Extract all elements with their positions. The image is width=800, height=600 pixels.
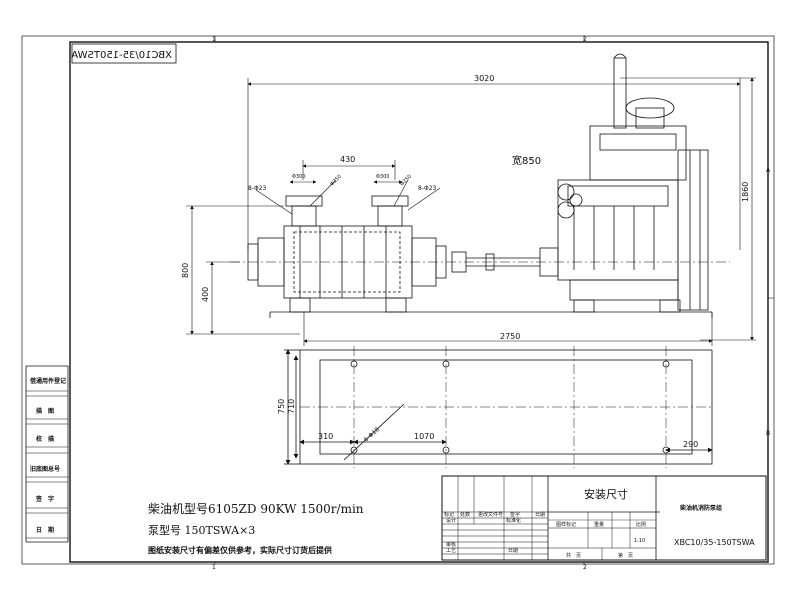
dim-plan-750: 750 — [277, 399, 286, 414]
side-label-6: 日 期 — [36, 526, 54, 534]
label-total-pages: 共 页 — [566, 552, 581, 559]
scale-value: 1:10 — [634, 538, 645, 544]
dim-offset-310: 310 — [318, 432, 333, 441]
side-label-2: 描 图 — [36, 407, 54, 415]
dim-plan-710: 710 — [287, 399, 296, 414]
hdr-mark: 标记 — [444, 511, 454, 518]
pump-model-note: 泵型号 150TSWA×3 — [148, 524, 256, 537]
hdr-change: 更改文件号 — [478, 511, 503, 518]
dim-height-800: 800 — [181, 263, 190, 278]
dim-holes: 6-Φ18 — [363, 426, 381, 444]
dim-flange-spacing: 430 — [340, 155, 355, 164]
outer-border — [21, 35, 775, 565]
width-note: 宽850 — [512, 154, 541, 167]
dim-overall-length: 3020 — [474, 74, 494, 83]
label-process: 工艺 — [446, 548, 456, 554]
dim-bolts-right: 8-Φ23 — [418, 185, 437, 192]
inner-border — [69, 41, 769, 563]
dim-bolts-left: 8-Φ23 — [248, 185, 267, 192]
dim-height-400: 400 — [201, 287, 210, 302]
label-page: 第 页 — [618, 552, 633, 559]
side-label-3: 校 描 — [36, 435, 54, 443]
drawing-title: 安装尺寸 — [584, 487, 628, 501]
product-name: 柴油机消防泵组 — [679, 504, 722, 512]
title-block — [441, 475, 767, 561]
mirrored-code-box — [71, 43, 177, 64]
side-registration-column: 借通用件登记 描 图 校 描 旧底图总号 签 字 日 期 — [25, 365, 69, 543]
product-code: XBC10/35-150TSWA — [674, 538, 755, 547]
dim-span-1070: 1070 — [414, 432, 434, 441]
side-label-5: 签 字 — [35, 495, 54, 503]
hdr-date: 日期 — [535, 512, 545, 518]
zone-bottom-2: 2 — [583, 564, 587, 571]
dim-height-total: 1860 — [741, 182, 750, 202]
dim-offset-290: 290 — [683, 440, 698, 449]
elevation-dimensions — [186, 77, 756, 346]
zone-top-2: 2 — [583, 36, 587, 43]
dim-d250-right: Φ250 — [399, 174, 413, 188]
engine-model-note: 柴油机型号6105ZD 90KW 1500r/min — [148, 502, 364, 516]
side-label-4: 旧底图总号 — [30, 465, 60, 473]
label-date: 日期 — [508, 548, 518, 554]
label-stage-mark: 图样标记 — [556, 521, 576, 528]
hdr-count: 处数 — [460, 511, 470, 518]
zone-top-1: 1 — [212, 36, 216, 43]
side-label-1: 借通用件登记 — [29, 377, 66, 385]
label-weight: 重量 — [594, 521, 604, 528]
label-standardize: 标准化 — [506, 517, 521, 524]
dim-d300-left: Φ300 — [292, 174, 305, 180]
dim-d250-left: Φ250 — [329, 174, 343, 188]
label-scale: 比例 — [636, 521, 646, 528]
zone-right-a: A — [766, 167, 771, 174]
drawing-notes: 柴油机型号6105ZD 90KW 1500r/min 泵型号 150TSWA×3… — [148, 500, 428, 556]
mirrored-code: XBC10/35-150TSWA — [71, 50, 172, 61]
zone-bottom-1: 1 — [212, 564, 216, 571]
label-design: 设计 — [446, 517, 456, 524]
hdr-sign: 签字 — [510, 511, 520, 518]
base-plan-view — [284, 346, 713, 468]
diesel-engine-body — [269, 53, 713, 318]
disclaimer-note: 图纸安装尺寸有偏差仅供参考，实际尺寸订货后提供 — [148, 546, 332, 555]
label-review: 审核 — [446, 541, 456, 548]
zone-right-b: B — [766, 430, 770, 437]
dim-d300-right: Φ300 — [376, 174, 389, 180]
dim-base-length: 2750 — [500, 332, 520, 341]
fire-pump-body — [230, 195, 730, 313]
